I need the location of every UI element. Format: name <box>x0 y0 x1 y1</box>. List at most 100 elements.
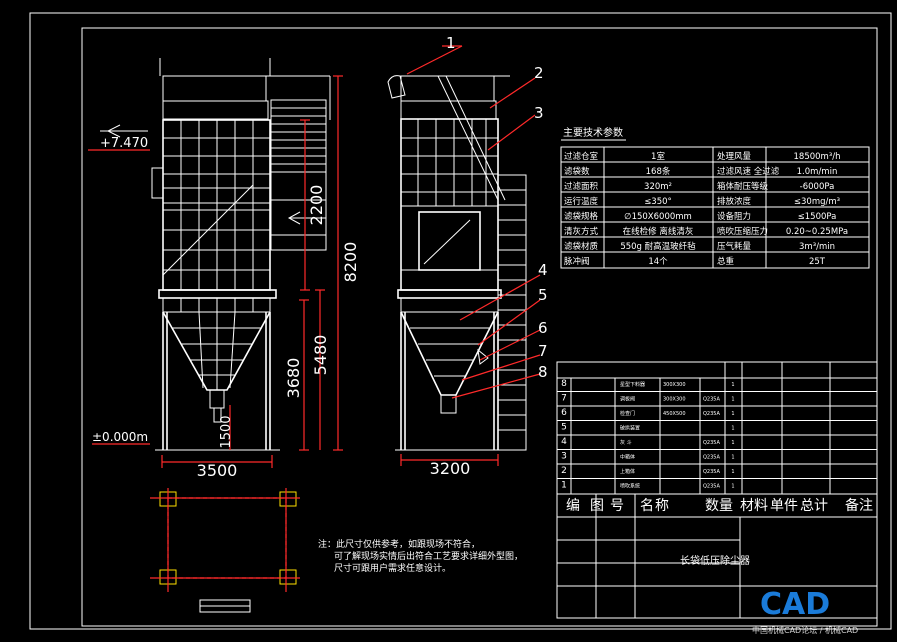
header-cell: 数量 <box>705 498 733 514</box>
part-material: Q235A <box>703 440 720 446</box>
spec-cell: ≤30mg/m³ <box>794 197 840 207</box>
title-block-name: 长袋低压除尘器 <box>680 554 750 567</box>
note-line-3: 尺寸可跟用户需求任意设计。 <box>334 562 451 574</box>
header-cell: 单件 <box>770 498 798 514</box>
spec-cell: 总重 <box>717 256 735 267</box>
dim-3200: 3200 <box>430 459 471 478</box>
spec-cell: ≤350° <box>644 197 672 207</box>
spec-cell: 在线检修 离线清灰 <box>623 226 694 237</box>
part-name: 破拱装置 <box>620 425 640 432</box>
dim-2200: 2200 <box>307 185 326 226</box>
outer-frame <box>29 12 892 630</box>
spec-cell: 脉冲阀 <box>564 256 590 267</box>
part-qty: 1 <box>731 455 734 461</box>
callout-6: 6 <box>538 319 548 337</box>
spec-cell: ≤1500Pa <box>798 212 837 222</box>
spec-cell: 运行温度 <box>564 196 599 207</box>
part-qty: 1 <box>731 469 734 475</box>
spec-cell: 550g 耐高温玻纤毡 <box>620 241 696 252</box>
part-name: 星型下料器 <box>620 381 645 388</box>
part-no: 5 <box>561 423 567 433</box>
part-name: 上箱体 <box>620 468 635 475</box>
spec-cell: 过滤面积 <box>564 181 599 192</box>
spec-cell: 25T <box>809 257 826 267</box>
spec-title: 主要技术参数 <box>563 126 623 139</box>
header-cell: 名 <box>640 498 654 514</box>
part-name: 调板阀 <box>620 396 635 403</box>
header-cell: 称 <box>655 498 669 514</box>
part-material: Q235A <box>703 411 720 417</box>
header-cell: 总计 <box>800 498 828 514</box>
part-no: 3 <box>561 452 567 462</box>
spec-cell: 3m³/min <box>799 242 835 252</box>
header-cell: 编 <box>566 498 580 514</box>
spec-cell: 喷吹压缩压力 <box>717 226 768 237</box>
dim-3680: 3680 <box>284 358 303 399</box>
watermark-text: 中国机械CAD论坛 / 机械CAD <box>752 625 858 635</box>
front-elevation-view <box>100 58 331 451</box>
part-material: Q235A <box>703 455 720 461</box>
header-cell: 备注 <box>845 497 873 514</box>
spec-cell: 滤袋规格 <box>564 211 599 222</box>
part-name: 检查门 <box>620 410 635 417</box>
front-dimensions: 2200 8200 5480 3680 1500 3500 +7.470 ±0.… <box>88 75 360 480</box>
spec-cell: 320m² <box>644 182 672 192</box>
spec-cell: 滤袋材质 <box>564 241 599 252</box>
part-no: 1 <box>561 481 567 491</box>
part-no: 2 <box>561 466 567 476</box>
note-line-1: 注：此尺寸仅供参考，如跟现场不符合， <box>318 538 480 550</box>
spec-cell: 箱体耐压等级 <box>717 181 769 192</box>
part-no: 7 <box>561 394 567 404</box>
elev-top: +7.470 <box>100 136 148 151</box>
header-cell: 图 <box>590 498 604 514</box>
part-no: 6 <box>561 408 567 418</box>
spec-cell: 排放浓度 <box>717 196 752 207</box>
spec-cell: 14个 <box>648 257 668 267</box>
part-material: Q235A <box>703 469 720 475</box>
spec-cell: 过滤风速 全过滤 <box>717 166 780 177</box>
side-callouts: 3200 1 2 3 4 5 6 7 8 <box>400 34 548 478</box>
part-spec: 450X500 <box>663 411 686 417</box>
part-qty: 1 <box>731 484 734 490</box>
callout-1: 1 <box>446 34 456 52</box>
header-cell: 材料 <box>740 498 768 514</box>
header-cell: 号 <box>610 498 624 514</box>
part-name: 灰 斗 <box>620 439 632 446</box>
dim-1500: 1500 <box>219 415 234 448</box>
note-line-2: 可了解现场实情后出符合工艺要求详细外型图， <box>334 550 523 562</box>
part-no: 8 <box>561 379 567 389</box>
dim-5480: 5480 <box>311 335 330 376</box>
notes: 注：此尺寸仅供参考，如跟现场不符合， 可了解现场实情后出符合工艺要求详细外型图，… <box>318 538 523 574</box>
dim-3500: 3500 <box>197 461 238 480</box>
callout-2: 2 <box>534 64 544 82</box>
callout-8: 8 <box>538 363 548 381</box>
spec-cell: 清灰方式 <box>564 226 599 237</box>
callout-7: 7 <box>538 342 548 360</box>
part-name: 中箱体 <box>620 454 635 461</box>
spec-cell: 过滤仓室 <box>564 151 599 162</box>
dim-8200: 8200 <box>341 242 360 283</box>
spec-cell: -6000Pa <box>800 182 835 192</box>
part-qty: 1 <box>731 382 734 388</box>
part-qty: 1 <box>731 426 734 432</box>
spec-cell: 1室 <box>651 151 665 162</box>
part-material: Q235A <box>703 484 720 490</box>
inner-frame <box>81 27 878 627</box>
svg-text:CAD: CAD <box>760 587 830 622</box>
elev-zero: ±0.000m <box>92 430 148 444</box>
side-elevation-view <box>387 75 527 451</box>
spec-cell: 滤袋数 <box>564 166 590 177</box>
part-qty: 1 <box>731 440 734 446</box>
callout-5: 5 <box>538 286 548 304</box>
spec-cell: 1.0m/min <box>797 167 838 177</box>
spec-cell: 168条 <box>646 166 671 177</box>
spec-cell: 18500m³/h <box>794 152 841 162</box>
spec-cell: 0.20~0.25MPa <box>786 227 848 237</box>
part-name: 喷吹系统 <box>620 483 640 490</box>
watermark-logo: CAD 中国机械CAD论坛 / 机械CAD <box>752 587 858 635</box>
part-no: 4 <box>561 437 567 447</box>
spec-cell: 压气耗量 <box>717 241 752 252</box>
